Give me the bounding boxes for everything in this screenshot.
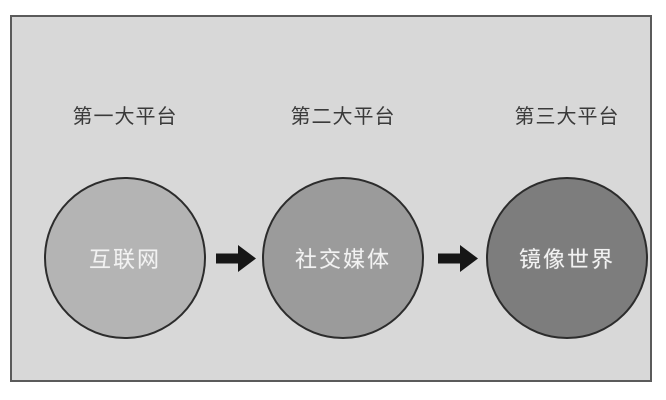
stage-1-header: 第一大平台 <box>72 104 178 128</box>
right-arrow-icon <box>438 245 478 272</box>
stage-2-circle: 社交媒体 <box>262 177 424 339</box>
stage-2-circle-label: 社交媒体 <box>294 248 391 273</box>
diagram-panel: 第一大平台 第二大平台 第三大平台 互联网 社交媒体 镜像世界 <box>10 15 652 382</box>
stage-3-circle: 镜像世界 <box>486 177 648 339</box>
stage-1-circle: 互联网 <box>44 177 206 339</box>
stage-2-header: 第二大平台 <box>290 104 396 128</box>
stage-3-circle-label: 镜像世界 <box>518 248 615 273</box>
stage-1-circle-label: 互联网 <box>88 248 161 273</box>
right-arrow-icon <box>216 245 256 272</box>
stage-3-header: 第三大平台 <box>514 104 620 128</box>
